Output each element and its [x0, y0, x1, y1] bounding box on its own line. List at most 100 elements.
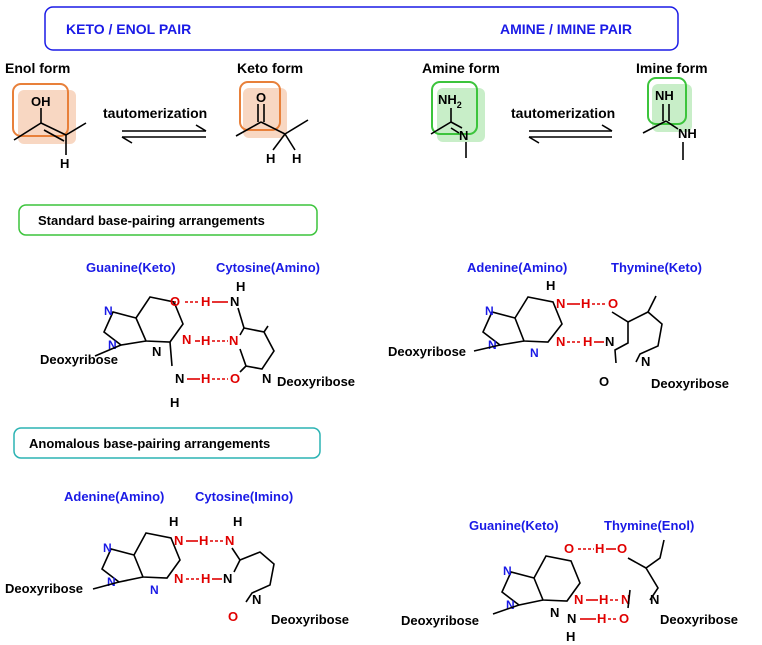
svg-text:N: N — [485, 304, 494, 318]
ac-pair-structure: N N N H N N H N H H N O N — [92, 514, 275, 624]
imine-form-label: Imine form — [636, 60, 708, 76]
svg-text:N: N — [104, 304, 113, 318]
gc-pair-structure: N N N N H O N H H H N H N O N — [94, 279, 275, 410]
gt-sugar-right: Deoxyribose — [660, 612, 738, 627]
amine-molecule: NH2 N — [430, 92, 468, 158]
tautomerization-label-left: tautomerization — [103, 105, 207, 121]
svg-text:N: N — [152, 344, 161, 359]
gt-pair-structure: N N N O N H N H O H N H O N — [492, 539, 665, 644]
svg-text:N: N — [174, 533, 183, 548]
svg-text:H: H — [169, 514, 178, 529]
svg-text:H: H — [236, 279, 245, 294]
imine-highlight-box — [647, 77, 687, 125]
gc-right-base: Cytosine(Amino) — [216, 260, 320, 275]
gc-left-base: Guanine(Keto) — [86, 260, 176, 275]
gt-left-base: Guanine(Keto) — [469, 518, 559, 533]
enol-oh-label: OH — [31, 94, 51, 109]
ac-left-base: Adenine(Amino) — [64, 489, 164, 504]
tautomerization-label-right: tautomerization — [511, 105, 615, 121]
svg-text:H: H — [595, 541, 604, 556]
amine-highlight-box — [431, 81, 478, 135]
svg-text:N: N — [225, 533, 234, 548]
svg-text:N: N — [574, 592, 583, 607]
svg-text:N: N — [107, 575, 116, 589]
at-pair-structure: N N N H N N H O H N O N — [473, 278, 663, 389]
svg-text:N: N — [621, 592, 630, 607]
enol-h-label: H — [60, 156, 69, 171]
keto-molecule: O H H — [235, 90, 309, 166]
svg-text:N: N — [488, 338, 497, 352]
keto-highlight-box — [239, 81, 281, 131]
svg-text:N: N — [506, 598, 515, 612]
keto-h2-label: H — [292, 151, 301, 166]
enol-form-label: Enol form — [5, 60, 70, 76]
svg-text:H: H — [201, 333, 210, 348]
svg-text:N: N — [605, 334, 614, 349]
at-sugar-left: Deoxyribose — [388, 344, 466, 359]
ac-sugar-left: Deoxyribose — [5, 581, 83, 596]
svg-text:O: O — [617, 541, 627, 556]
svg-text:H: H — [199, 533, 208, 548]
gc-sugar-left: Deoxyribose — [40, 352, 118, 367]
svg-text:H: H — [599, 592, 608, 607]
svg-text:N: N — [641, 354, 650, 369]
svg-text:N: N — [252, 592, 261, 607]
imine-molecule: NH NH — [642, 88, 697, 160]
svg-text:H: H — [201, 294, 210, 309]
svg-text:N: N — [150, 583, 159, 597]
header-banner — [44, 6, 679, 51]
equilibrium-arrow-right — [528, 124, 613, 144]
svg-text:N: N — [262, 371, 271, 386]
svg-text:H: H — [233, 514, 242, 529]
amine-n-label: N — [459, 128, 468, 143]
enol-molecule: OH H — [13, 94, 87, 171]
svg-text:N: N — [229, 333, 238, 348]
svg-text:H: H — [170, 395, 179, 410]
imine-nh-label: NH — [678, 126, 697, 141]
ac-sugar-right: Deoxyribose — [271, 612, 349, 627]
svg-text:H: H — [566, 629, 575, 644]
svg-text:N: N — [175, 371, 184, 386]
keto-o-label: O — [256, 90, 266, 105]
svg-text:N: N — [503, 564, 512, 578]
svg-text:N: N — [174, 571, 183, 586]
at-right-base: Thymine(Keto) — [611, 260, 702, 275]
svg-text:N: N — [230, 294, 239, 309]
ac-right-base: Cytosine(Imino) — [195, 489, 293, 504]
amine-form-label: Amine form — [422, 60, 500, 76]
svg-text:O: O — [608, 296, 618, 311]
svg-text:N: N — [650, 592, 659, 607]
svg-text:O: O — [564, 541, 574, 556]
at-sugar-right: Deoxyribose — [651, 376, 729, 391]
svg-text:N: N — [556, 296, 565, 311]
svg-text:O: O — [170, 294, 180, 309]
svg-text:H: H — [581, 296, 590, 311]
gt-sugar-left: Deoxyribose — [401, 613, 479, 628]
svg-text:O: O — [619, 611, 629, 626]
keto-h1-label: H — [266, 151, 275, 166]
enol-highlight-shadow — [18, 90, 76, 144]
svg-text:O: O — [599, 374, 609, 389]
enol-highlight-box — [12, 83, 69, 137]
svg-text:H: H — [597, 611, 606, 626]
gt-right-base: Thymine(Enol) — [604, 518, 694, 533]
svg-text:N: N — [567, 611, 576, 626]
imine-nh-top-label: NH — [655, 88, 674, 103]
svg-text:H: H — [546, 278, 555, 293]
anomalous-section-box — [13, 427, 321, 459]
keto-form-label: Keto form — [237, 60, 303, 76]
standard-section-box — [18, 204, 318, 236]
svg-text:N: N — [103, 541, 112, 555]
anomalous-section-title: Anomalous base-pairing arrangements — [29, 436, 270, 451]
svg-text:H: H — [201, 571, 210, 586]
amine-highlight-shadow — [437, 88, 485, 142]
svg-text:N: N — [550, 605, 559, 620]
at-left-base: Adenine(Amino) — [467, 260, 567, 275]
svg-text:O: O — [228, 609, 238, 624]
svg-text:N: N — [530, 346, 539, 360]
keto-enol-title: KETO / ENOL PAIR — [66, 21, 191, 37]
svg-text:H: H — [583, 334, 592, 349]
svg-text:N: N — [223, 571, 232, 586]
gc-sugar-right: Deoxyribose — [277, 374, 355, 389]
